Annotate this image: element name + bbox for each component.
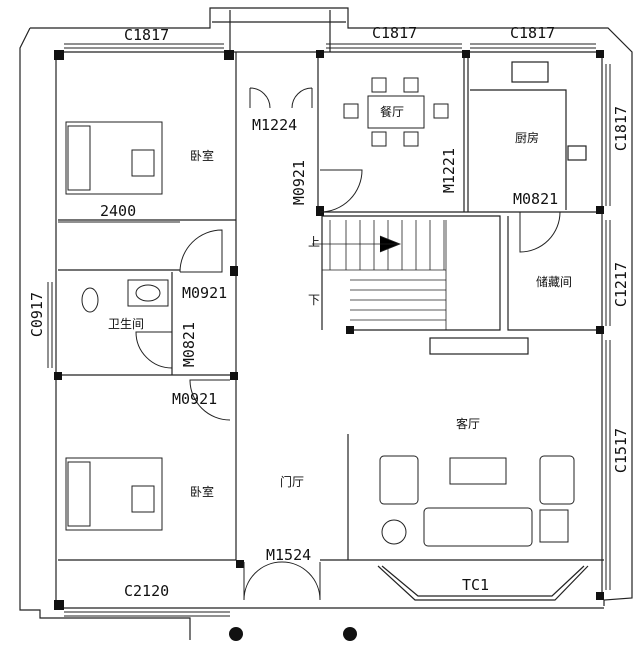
door-bedroom-top [179,229,223,273]
wall-bedroom-bottom [58,375,237,561]
room-living: 客厅 [456,417,481,431]
wall-living-low [320,434,604,561]
stair-down-label: 下 [308,293,321,307]
door-label-bedroom-top: M0921 [182,284,228,302]
kitchen-counter [470,89,567,210]
window-label-top-right: C1817 [510,24,556,42]
window-label-top-mid: C1817 [372,24,418,42]
window-label-top-left: C1817 [124,26,170,44]
window-label-right-mid: C1217 [612,262,630,308]
door-label-entry: M1524 [266,546,312,564]
window-label-bay: TC1 [462,576,490,594]
door-label-dining-right: M1221 [440,148,458,194]
stove [511,61,549,83]
wall-stair [321,215,501,331]
door-bedroom-bottom [189,379,231,421]
door-label-balcony: M1224 [252,116,298,134]
window-label-right-upper: C1817 [612,106,630,152]
window-label-bottom-left: C2120 [124,582,170,600]
door-label-kitchen: M0821 [513,190,559,208]
outer-wall [19,7,633,640]
balcony-top [212,10,346,52]
window-ledge [429,337,529,355]
bath-fixtures [81,279,169,313]
window-label-left: C0917 [28,292,46,338]
window-label-right-lower: C1517 [612,428,630,474]
wall-bath [58,272,237,376]
bed-bottom [65,457,163,531]
room-foyer: 门厅 [280,475,305,489]
living-furniture [379,455,575,547]
wall-dining [317,52,600,213]
door-dining [319,169,363,213]
door-balcony [249,87,313,109]
sink-kitchen [567,145,587,161]
door-bath [135,331,173,369]
stair-up-label: 上 [308,235,321,249]
door-entry [243,561,321,601]
room-kitchen: 厨房 [515,131,540,145]
dining-table [343,77,449,147]
door-label-bathroom: M0821 [180,322,198,368]
bay-window [377,565,589,601]
room-bedroom-bottom: 卧室 [190,485,215,499]
dimension-bedroom-width: 2400 [100,202,137,220]
wall-storage [507,216,600,331]
wall-bedroom-top [58,52,237,272]
room-storage: 储藏间 [536,275,573,289]
door-label-bedroom-bottom: M0921 [172,390,218,408]
door-label-dining-side: M0921 [290,160,308,206]
room-bathroom: 卫生间 [108,317,145,331]
room-bedroom-top: 卧室 [190,149,215,163]
room-dining: 餐厅 [380,105,405,119]
door-kitchen [519,211,561,253]
bed-top [65,121,163,195]
